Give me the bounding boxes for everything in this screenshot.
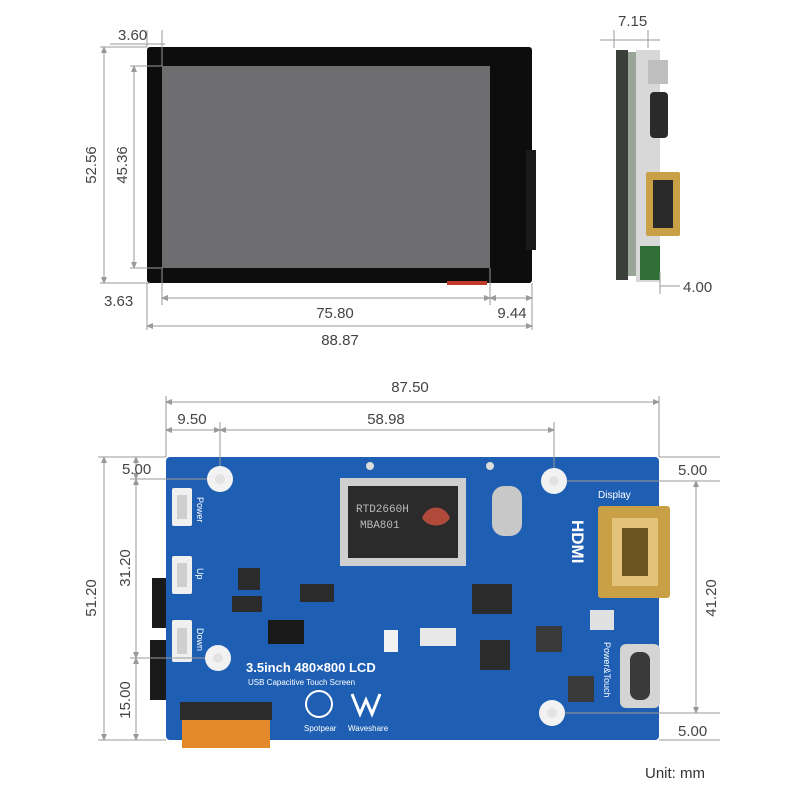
brand-waveshare: Waveshare xyxy=(348,724,389,733)
key-up: Up xyxy=(172,556,205,594)
chip-label-2: MBA801 xyxy=(360,520,400,532)
small-components xyxy=(232,568,614,702)
label-power-touch: Power&Touch xyxy=(602,642,612,698)
waveshare-logo: Waveshare xyxy=(348,693,389,733)
dim-back-hole-spacing-y-left: 31.20 xyxy=(117,549,134,587)
dim-front-height-total: 52.56 xyxy=(83,146,100,184)
label-down: Down xyxy=(195,628,205,651)
mounting-holes xyxy=(205,462,567,726)
dim-back-hole-bottom-right: 5.00 xyxy=(678,723,707,740)
dim-back-hole-bottom-left: 15.00 xyxy=(117,681,134,719)
dim-front-border-left: 3.60 xyxy=(118,27,147,44)
chip-logo xyxy=(422,507,450,526)
fpc-connector-bottom xyxy=(180,702,272,720)
dim-back-hole-top-right: 5.00 xyxy=(678,462,707,479)
chip-label-1: RTD2660H xyxy=(356,504,409,516)
key-down: Down xyxy=(172,620,205,662)
side-view: 7.15 4.00 xyxy=(600,13,712,296)
product-title: 3.5inch 480×800 LCD xyxy=(246,660,376,675)
dim-side-thickness: 7.15 xyxy=(618,13,647,30)
key-power: Power xyxy=(172,488,205,526)
dim-back-hole-spacing-y-right: 41.20 xyxy=(703,579,720,617)
side-usb-housing xyxy=(648,60,668,84)
dim-back-hole-top-left: 5.00 xyxy=(122,461,151,478)
side-pcb-edge xyxy=(640,246,660,280)
dim-side-offset: 4.00 xyxy=(683,279,712,296)
dim-front-border-right: 9.44 xyxy=(497,305,526,322)
product-subtitle: USB Capacitive Touch Screen xyxy=(248,678,355,687)
label-display: Display xyxy=(598,490,631,501)
label-power: Power xyxy=(195,497,205,523)
unit-label: Unit: mm xyxy=(645,765,705,782)
lcd-active-area xyxy=(162,66,490,268)
dim-back-width-total: 87.50 xyxy=(391,379,429,396)
front-view: 3.60 52.56 45.36 3.63 75.80 9.44 88.87 xyxy=(83,27,536,349)
dim-front-height-active: 45.36 xyxy=(114,146,131,184)
back-view: Power Up Down RTD2660H MBA801 xyxy=(83,379,720,748)
dim-front-width-active: 75.80 xyxy=(316,305,354,322)
dim-back-height-total: 51.20 xyxy=(83,579,100,617)
dim-back-hole-offset-left: 9.50 xyxy=(177,411,206,428)
side-board xyxy=(636,50,660,282)
side-glass xyxy=(628,52,636,276)
hdmi-port: Display HDMI xyxy=(568,490,670,598)
dim-front-width-total: 88.87 xyxy=(321,332,359,349)
spotpear-logo: Spotpear xyxy=(304,690,337,733)
fpc-ribbon xyxy=(182,720,270,748)
dim-back-hole-spacing-x: 58.98 xyxy=(367,411,405,428)
label-up: Up xyxy=(195,568,205,580)
fpc-connector xyxy=(526,150,536,250)
label-hdmi: HDMI xyxy=(568,520,587,563)
side-panel xyxy=(616,50,628,280)
bottom-tab xyxy=(447,281,487,285)
crystal-oscillator xyxy=(492,486,522,536)
usb-c-port: Power&Touch xyxy=(602,642,660,708)
brand-spotpear: Spotpear xyxy=(304,724,337,733)
side-usbc-port xyxy=(650,92,668,138)
main-chip: RTD2660H MBA801 xyxy=(340,478,466,566)
pcb-board xyxy=(166,457,659,740)
dim-front-border-bottom: 3.63 xyxy=(104,293,133,310)
